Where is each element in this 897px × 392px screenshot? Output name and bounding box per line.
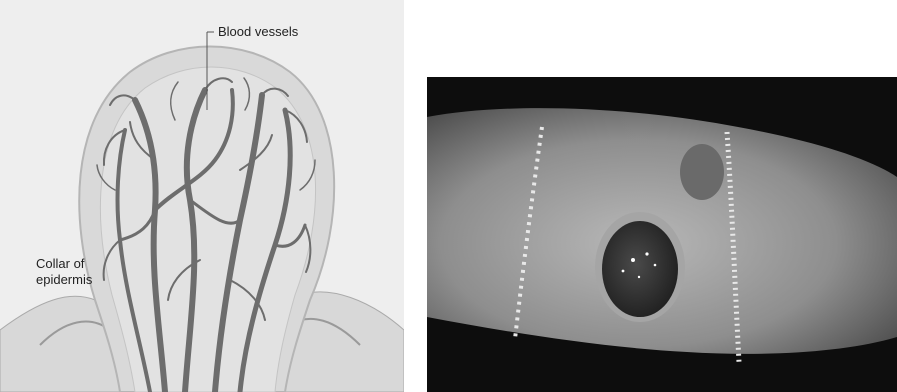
clinical-photo-panel — [427, 77, 897, 392]
diagram-panel: Blood vessels Collar of epidermis — [0, 0, 404, 392]
blood-vessels-label: Blood vessels — [218, 24, 299, 39]
lesion-inner-tissue — [100, 67, 315, 392]
clinical-photo — [427, 77, 897, 392]
lesion — [602, 221, 678, 317]
diagram-svg: Blood vessels Collar of epidermis — [0, 0, 404, 392]
nodule — [680, 144, 724, 200]
collar-label-line1: Collar of — [36, 256, 85, 271]
collar-label-line2: epidermis — [36, 272, 93, 287]
